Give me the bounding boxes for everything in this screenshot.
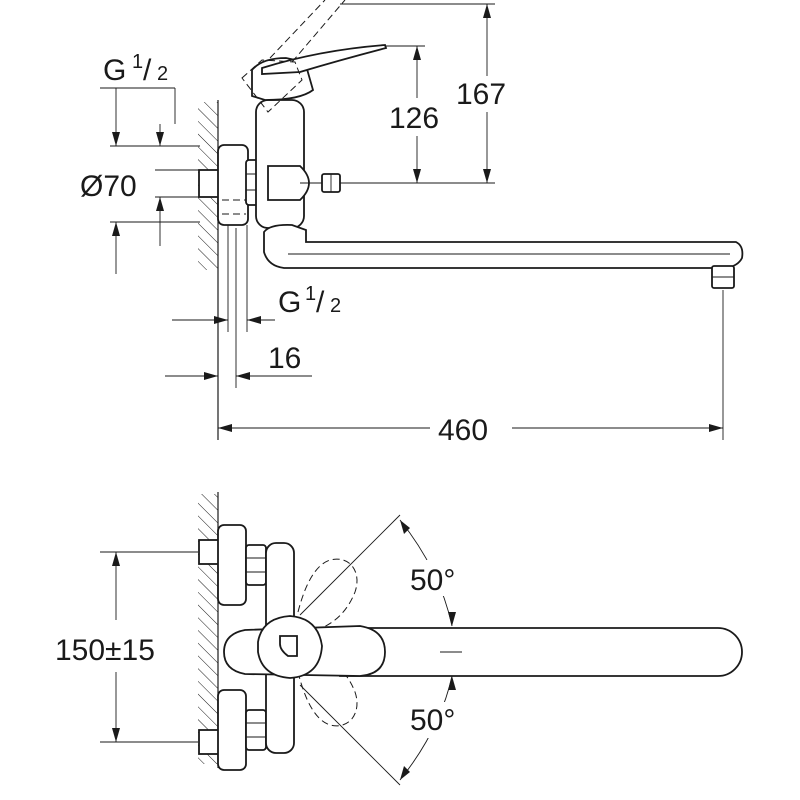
g-num-bottom: 1	[305, 283, 316, 305]
g-den-top: 2	[157, 63, 168, 85]
spacing-label: 150±15	[55, 634, 155, 667]
height-126-label: 126	[389, 102, 439, 135]
lower-connector	[198, 689, 267, 771]
g-letter-bottom: G	[278, 286, 301, 319]
top-view: 150±15 50° 50°	[55, 492, 743, 786]
diameter-label: Ø70	[80, 170, 137, 203]
g-num-top: 1	[132, 51, 143, 73]
height-167-label: 167	[456, 78, 506, 111]
mixer-body	[245, 44, 388, 229]
dim-heights: 126 167	[340, 3, 517, 184]
eccentric-connector	[198, 144, 249, 226]
g-letter-top: G	[103, 54, 126, 87]
g-slash-top: /	[143, 54, 152, 87]
dim-g-half-bottom: G 1 / 2	[172, 225, 341, 332]
g-den-bottom: 2	[330, 295, 341, 317]
spout-top	[339, 627, 743, 677]
reach-460-label: 460	[438, 414, 488, 447]
spout	[263, 223, 744, 289]
upper-connector	[198, 524, 267, 606]
angle-lower-label: 50°	[410, 704, 455, 737]
wall-top	[198, 492, 219, 768]
dim-angles: 50° 50°	[299, 514, 470, 786]
lever-top	[223, 615, 386, 679]
dim-offset-16: 16	[165, 228, 312, 388]
dim-reach-460: 460	[218, 290, 724, 447]
dim-g-half-top: G 1 / 2	[100, 51, 200, 147]
offset-16-label: 16	[268, 342, 301, 375]
angle-upper-label: 50°	[410, 564, 455, 597]
side-view: G 1 / 2 Ø70 126	[80, 0, 744, 447]
dim-diameter: Ø70	[80, 169, 200, 274]
wall-side	[198, 100, 219, 440]
g-slash-bottom: /	[316, 286, 325, 319]
lever-raised-outline	[241, 0, 346, 113]
dim-spacing: 150±15	[55, 551, 198, 743]
